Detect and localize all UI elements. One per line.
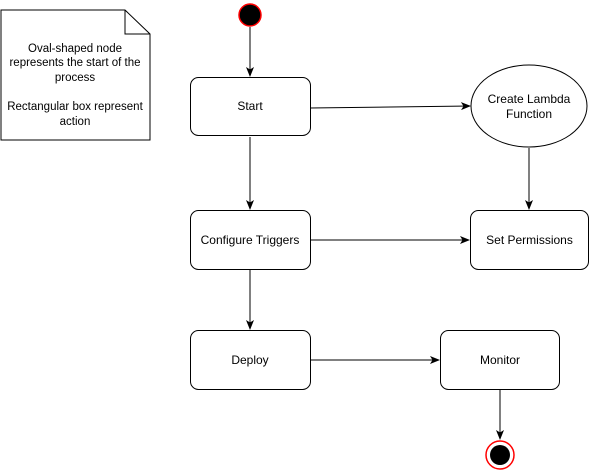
node-deploy[interactable]: Deploy [190,330,311,390]
node-set-permissions[interactable]: Set Permissions [470,210,589,270]
node-configure-triggers[interactable]: Configure Triggers [190,210,311,270]
note-line-4: Rectangular box represent [7,101,143,113]
node-monitor[interactable]: Monitor [440,330,560,390]
note-line-3: process [55,72,96,84]
note-line-2: represents the start of the [9,57,140,69]
note-line-5: action [60,116,91,128]
initial-node [238,3,262,27]
legend-note: Oval-shaped node represents the start of… [0,9,151,141]
node-start-label: Start [237,99,263,113]
node-monitor-label: Monitor [480,353,520,367]
node-create-lambda-label-2: Function [506,107,552,121]
node-start[interactable]: Start [190,77,311,136]
node-configure-triggers-label: Configure Triggers [201,233,300,247]
node-create-lambda-function[interactable]: Create Lambda Function [470,64,588,148]
note-line-1: Oval-shaped node [28,43,122,55]
node-create-lambda-label-1: Create Lambda [488,92,571,106]
edge-start-to-create-lambda [309,102,471,111]
node-deploy-label: Deploy [231,353,268,367]
final-node [485,440,515,470]
node-set-permissions-label: Set Permissions [486,233,573,247]
